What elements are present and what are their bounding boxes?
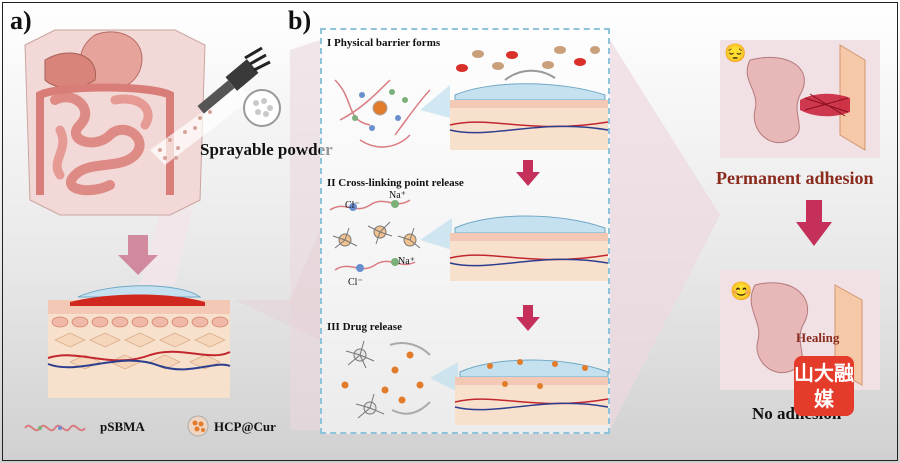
stage-2-tissue (449, 215, 609, 281)
panel-a-label: a) (10, 6, 32, 35)
legend-hcp-cur-label: HCP@Cur (214, 419, 276, 434)
ion-label-cl-2: Cl⁻ (348, 277, 363, 288)
ion-label-cl-1: Cl⁻ (345, 200, 360, 211)
stage-1-blood-cells (456, 46, 600, 81)
legend-psbma-label: pSBMA (100, 419, 145, 434)
happy-face-icon: 😊 (730, 281, 753, 301)
stage-3-title: III Drug release (327, 321, 402, 333)
healing-label: Healing (796, 330, 840, 345)
sprayable-powder-label: Sprayable powder (200, 140, 333, 159)
stage-2-title: II Cross-linking point release (327, 177, 464, 189)
stage-3-tissue (454, 359, 609, 425)
permanent-adhesion-label: Permanent adhesion (716, 168, 874, 188)
panel-b-label: b) (288, 6, 312, 35)
ion-label-na-2: Na⁺ (398, 256, 415, 267)
sad-face-icon: 😔 (724, 43, 747, 63)
stage-1-tissue (449, 83, 609, 150)
watermark-logo: 山大融媒 (794, 356, 854, 416)
stage-3-micelles (341, 340, 431, 419)
stage-2-chains (329, 199, 421, 272)
stage-1-network (334, 79, 431, 148)
ion-label-na-1: Na⁺ (389, 190, 406, 201)
stage-1-title: I Physical barrier forms (327, 37, 441, 49)
